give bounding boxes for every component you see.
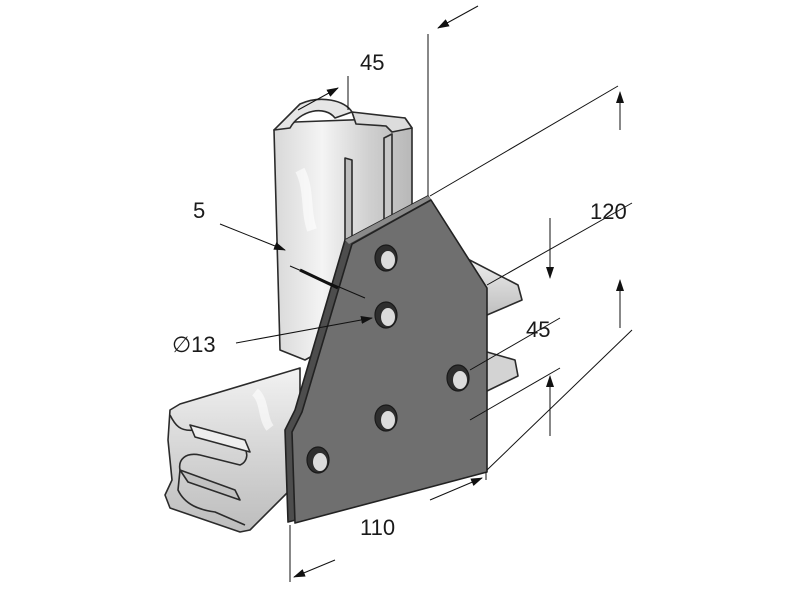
gusset-plate	[284, 195, 488, 524]
hole-2	[374, 301, 398, 329]
horizontal-channel-front	[164, 367, 301, 533]
hole-1	[374, 244, 398, 272]
hole-5	[306, 446, 330, 474]
dim-plate-height-label: 120	[590, 199, 627, 224]
hole-3	[446, 364, 470, 392]
dim-plate-width-label: 110	[360, 515, 395, 540]
dim-channel-width-label: 45	[360, 50, 384, 75]
dim-hole-diameter-label: ∅13	[172, 332, 216, 357]
dim-hole-spacing-label: 45	[526, 317, 550, 342]
dimension-lines	[219, 5, 633, 582]
dim-plate-thickness-label: 5	[193, 198, 205, 223]
hole-4	[374, 404, 398, 432]
